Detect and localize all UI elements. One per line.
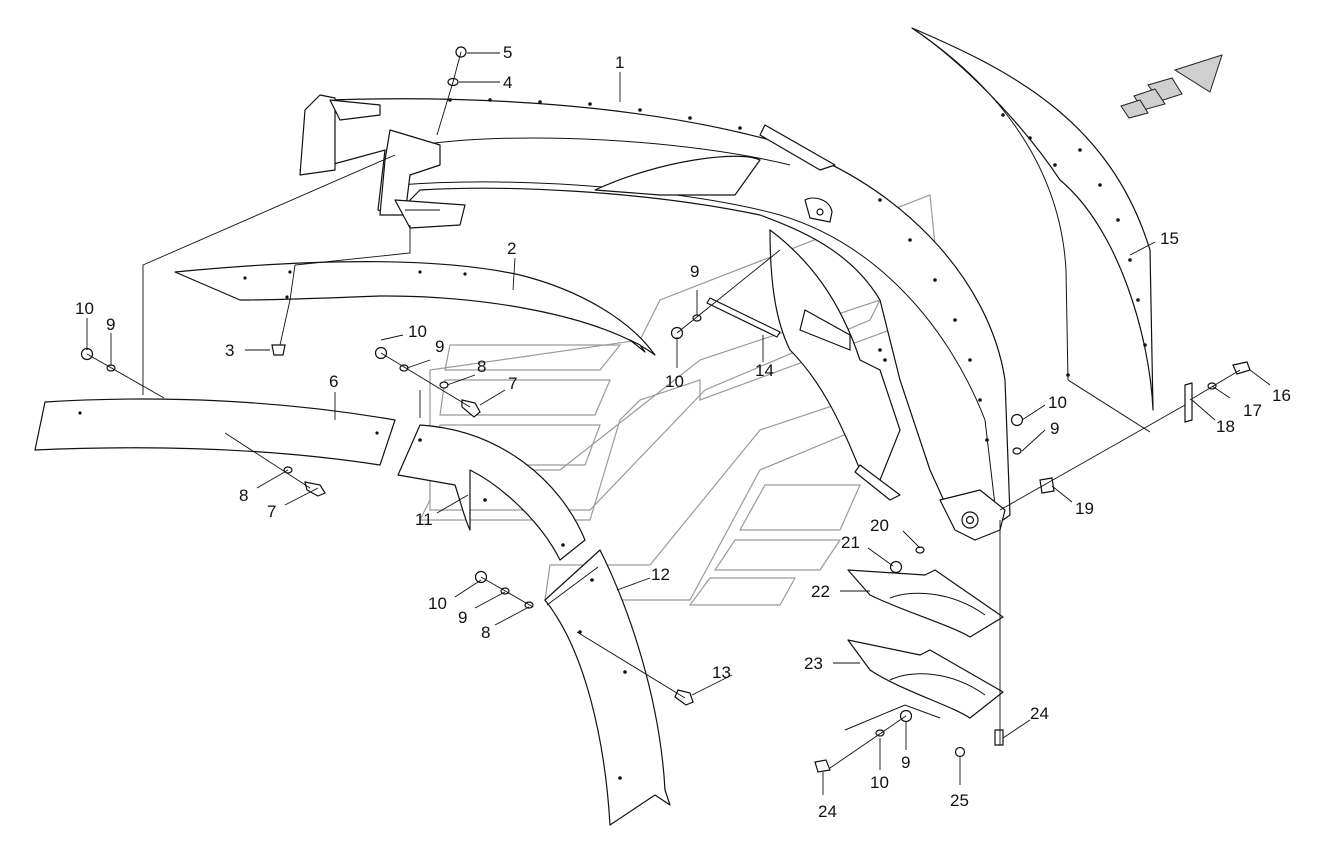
callout-7-mid: 7 xyxy=(508,374,517,393)
callout-24-right: 24 xyxy=(1030,704,1049,723)
callout-8-mid: 8 xyxy=(477,357,486,376)
callout-8-lower: 8 xyxy=(481,623,490,642)
side-panel-6 xyxy=(34,398,396,466)
front-direction-arrow-icon xyxy=(1120,54,1223,119)
callout-8-left: 8 xyxy=(239,486,248,505)
callout-16: 16 xyxy=(1272,386,1291,405)
callout-11: 11 xyxy=(415,510,433,529)
stiffener-bar-14 xyxy=(706,297,781,338)
callout-5: 5 xyxy=(503,43,512,62)
callout-4: 4 xyxy=(503,73,512,92)
frame-bracket xyxy=(299,94,466,229)
callout-10-right: 10 xyxy=(1048,393,1067,412)
guard-plate-23 xyxy=(844,639,1004,731)
assembly-lines xyxy=(86,51,1241,769)
callout-leaders xyxy=(86,52,1271,795)
callout-labels: 1 2 3 4 5 6 7 7 8 8 8 9 9 9 9 9 9 10 10 … xyxy=(75,43,1291,821)
callout-12: 12 xyxy=(651,565,670,584)
callout-7-left: 7 xyxy=(267,502,276,521)
callout-18: 18 xyxy=(1216,417,1235,436)
callout-2: 2 xyxy=(507,239,516,258)
callout-6: 6 xyxy=(329,372,338,391)
callout-22: 22 xyxy=(811,582,830,601)
callout-9-lower: 9 xyxy=(458,608,467,627)
callout-3: 3 xyxy=(225,341,234,360)
callout-17: 17 xyxy=(1243,401,1262,420)
callout-24-bottom: 24 xyxy=(818,802,837,821)
callout-25: 25 xyxy=(950,791,969,810)
mud-flap-12 xyxy=(544,549,671,826)
callout-1: 1 xyxy=(615,53,624,72)
callout-9-mid: 9 xyxy=(435,337,444,356)
callout-10-left: 10 xyxy=(75,299,94,318)
main-fender-frame-1 xyxy=(299,94,1011,541)
callout-10-bottom: 10 xyxy=(870,773,889,792)
callout-9-left: 9 xyxy=(106,315,115,334)
guard-plate-22 xyxy=(847,569,1004,638)
callout-21: 21 xyxy=(841,533,860,552)
callout-13: 13 xyxy=(712,663,731,682)
fender-shell-15 xyxy=(911,27,1154,433)
callout-9-right: 9 xyxy=(1050,419,1059,438)
callout-10-mid: 10 xyxy=(408,322,427,341)
fender-shell-rivets xyxy=(1001,113,1147,377)
callout-9-bottom: 9 xyxy=(901,753,910,772)
bracket-18 xyxy=(1184,382,1193,423)
callout-10-center: 10 xyxy=(665,372,684,391)
callout-19: 19 xyxy=(1075,499,1094,518)
callout-15: 15 xyxy=(1160,229,1179,248)
callout-10-lower: 10 xyxy=(428,594,447,613)
callout-20: 20 xyxy=(870,516,889,535)
callout-23: 23 xyxy=(804,654,823,673)
strip-panel-2 xyxy=(174,260,656,356)
callout-9-center: 9 xyxy=(690,262,699,281)
curved-panel-11 xyxy=(397,424,586,561)
frame-rivets xyxy=(448,98,989,442)
callout-14: 14 xyxy=(755,361,774,380)
